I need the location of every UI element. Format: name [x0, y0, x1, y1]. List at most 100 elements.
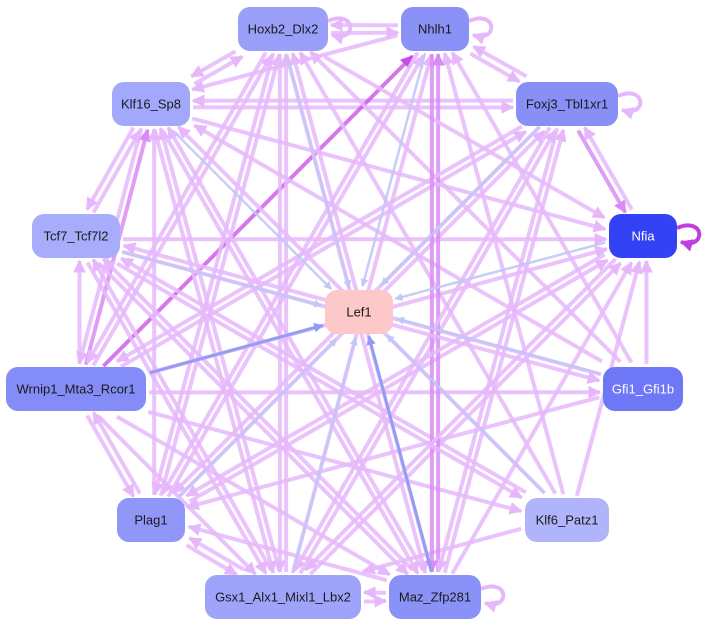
node-box	[117, 498, 185, 542]
edge-Klf6_Patz1-to-Hoxb2_Dlx2	[298, 51, 558, 495]
edge-Wrnip1_Mta3_Rcor1-to-Gsx1_Alx1_Mixl1_Lbx2	[96, 414, 257, 576]
edge-Nhlh1-to-Lef1	[360, 52, 427, 287]
edge-Gsx1_Alx1_Mixl1_Lbx2-to-Plag1	[188, 536, 245, 572]
edge-Maz_Zfp281-to-Klf16_Sp8	[166, 126, 426, 572]
edge-Foxj3_Tbl1xr1-to-Maz_Zfp281	[435, 127, 560, 573]
node-label: Foxj3_Tbl1xr1	[526, 97, 608, 112]
self-loops-layer	[327, 16, 702, 613]
edge-Gsx1_Alx1_Mixl1_Lbx2-to-Maz_Zfp281	[363, 594, 388, 608]
self-loop-Nhlh1	[468, 16, 494, 45]
node-label: Nhlh1	[418, 22, 452, 37]
node-box	[401, 7, 469, 51]
edge-Hoxb2_Dlx2-to-Nfia	[323, 54, 606, 220]
node-label: Tcf7_Tcf7l2	[43, 229, 108, 244]
edge-Nfia-to-Plag1	[185, 252, 606, 498]
edge-Foxj3_Tbl1xr1-to-Lef1	[380, 125, 541, 286]
edge-Foxj3_Tbl1xr1-to-Nfia	[576, 129, 628, 214]
edge-Hoxb2_Dlx2-to-Plag1	[151, 52, 276, 496]
edge-Maz_Zfp281-to-Gsx1_Alx1_Mixl1_Lbx2	[362, 586, 387, 600]
node-Maz_Zfp281[interactable]: Maz_Zfp281	[389, 575, 481, 619]
edge-Plag1-to-Nhlh1	[166, 54, 426, 498]
edge-Wrnip1_Mta3_Rcor1-to-Lef1	[149, 323, 324, 375]
edge-Gfi1_Gfi1b-to-Lef1	[396, 316, 602, 376]
edge-Nfia-to-Lef1	[394, 241, 606, 301]
node-label: Klf16_Sp8	[121, 97, 181, 112]
edges-layer	[73, 18, 653, 608]
edge-Nhlh1-to-Plag1	[160, 51, 420, 495]
edge-Klf16_Sp8-to-Lef1	[172, 130, 333, 291]
node-box	[112, 82, 190, 126]
node-box	[205, 575, 361, 619]
self-loop-Foxj3_Tbl1xr1	[617, 91, 643, 120]
edge-Nhlh1-to-Klf16_Sp8	[190, 33, 398, 93]
node-label: Nfia	[631, 229, 655, 244]
node-Nhlh1[interactable]: Nhlh1	[401, 7, 469, 51]
node-Gsx1_Alx1_Mixl1_Lbx2[interactable]: Gsx1_Alx1_Mixl1_Lbx2	[205, 575, 361, 619]
edge-Maz_Zfp281-to-Foxj3_Tbl1xr1	[442, 128, 567, 574]
edge-Hoxb2_Dlx2-to-Klf16_Sp8	[190, 49, 237, 79]
edge-Hoxb2_Dlx2-to-Lef1	[285, 54, 352, 289]
edge-Tcf7_Tcf7l2-to-Klf6_Patz1	[116, 261, 523, 500]
node-Foxj3_Tbl1xr1[interactable]: Foxj3_Tbl1xr1	[516, 82, 618, 126]
edge-Maz_Zfp281-to-Tcf7_Tcf7l2	[101, 257, 414, 572]
edge-Gsx1_Alx1_Mixl1_Lbx2-to-Tcf7_Tcf7l2	[91, 258, 274, 572]
edge-Tcf7_Tcf7l2-to-Lef1	[121, 250, 322, 308]
node-Tcf7_Tcf7l2[interactable]: Tcf7_Tcf7l2	[32, 214, 120, 258]
node-label: Wrnip1_Mta3_Rcor1	[17, 382, 136, 397]
edge-Gsx1_Alx1_Mixl1_Lbx2-to-Nfia	[308, 261, 622, 576]
edge-Plag1-to-Lef1	[177, 338, 338, 499]
self-loop-Nfia	[676, 223, 702, 252]
node-Wrnip1_Mta3_Rcor1[interactable]: Wrnip1_Mta3_Rcor1	[6, 367, 146, 411]
node-label: Plag1	[134, 513, 167, 528]
node-label: Maz_Zfp281	[399, 590, 471, 605]
node-Gfi1_Gfi1b[interactable]: Gfi1_Gfi1b	[603, 367, 683, 411]
node-label: Klf6_Patz1	[536, 513, 599, 528]
edge-Maz_Zfp281-to-Plag1	[187, 523, 388, 583]
edge-Gfi1_Gfi1b-to-Hoxb2_Dlx2	[309, 50, 622, 364]
edge-Klf6_Patz1-to-Gsx1_Alx1_Mixl1_Lbx2	[361, 526, 522, 575]
node-Hoxb2_Dlx2[interactable]: Hoxb2_Dlx2	[238, 7, 328, 51]
edge-Plag1-to-Gsx1_Alx1_Mixl1_Lbx2	[185, 543, 238, 577]
node-box	[609, 214, 677, 258]
edge-Wrnip1_Mta3_Rcor1-to-Plag1	[85, 414, 136, 498]
edge-Plag1-to-Wrnip1_Mta3_Rcor1	[91, 411, 142, 495]
edge-Gfi1_Gfi1b-to-Klf16_Sp8	[193, 123, 603, 364]
node-label: Lef1	[346, 305, 371, 320]
edge-Klf16_Sp8-to-Hoxb2_Dlx2	[193, 54, 244, 86]
node-box	[516, 82, 618, 126]
edge-Foxj3_Tbl1xr1-to-Nhlh1	[472, 44, 528, 79]
node-box	[389, 575, 481, 619]
edge-Plag1-to-Nfia	[188, 258, 609, 504]
edge-Klf16_Sp8-to-Tcf7_Tcf7l2	[85, 126, 136, 211]
node-box	[603, 367, 683, 411]
edge-Tcf7_Tcf7l2-to-Maz_Zfp281	[97, 261, 410, 576]
node-box	[6, 367, 146, 411]
edge-Klf6_Patz1-to-Tcf7_Tcf7l2	[120, 256, 527, 495]
edge-Tcf7_Tcf7l2-to-Klf16_Sp8	[91, 129, 142, 214]
node-label: Gsx1_Alx1_Mixl1_Lbx2	[215, 590, 351, 605]
edge-Nhlh1-to-Foxj3_Tbl1xr1	[469, 51, 521, 84]
node-Klf6_Patz1[interactable]: Klf6_Patz1	[525, 498, 609, 542]
node-box	[238, 7, 328, 51]
node-Plag1[interactable]: Plag1	[117, 498, 185, 542]
node-Klf16_Sp8[interactable]: Klf16_Sp8	[112, 82, 190, 126]
node-label: Hoxb2_Dlx2	[248, 22, 319, 37]
edge-Klf6_Patz1-to-Lef1	[385, 333, 546, 494]
node-Lef1[interactable]: Lef1	[325, 290, 393, 334]
node-box	[32, 214, 120, 258]
node-box	[325, 290, 393, 334]
edge-Gsx1_Alx1_Mixl1_Lbx2-to-Lef1	[291, 336, 358, 574]
edge-Tcf7_Tcf7l2-to-Gsx1_Alx1_Mixl1_Lbx2	[85, 261, 268, 575]
self-loop-Maz_Zfp281	[480, 584, 506, 613]
node-Nfia[interactable]: Nfia	[609, 214, 677, 258]
edge-Nfia-to-Foxj3_Tbl1xr1	[582, 126, 634, 211]
edge-Foxj3_Tbl1xr1-to-Gsx1_Alx1_Mixl1_Lbx2	[292, 126, 552, 572]
edge-Foxj3_Tbl1xr1-to-Wrnip1_Mta3_Rcor1	[115, 124, 523, 364]
node-label: Gfi1_Gfi1b	[612, 382, 674, 397]
edge-Klf6_Patz1-to-Nhlh1	[441, 51, 566, 495]
edge-Wrnip1_Mta3_Rcor1-to-Foxj3_Tbl1xr1	[120, 129, 528, 369]
edge-Maz_Zfp281-to-Lef1	[366, 335, 433, 572]
edge-Maz_Zfp281-to-Nfia	[450, 261, 634, 575]
